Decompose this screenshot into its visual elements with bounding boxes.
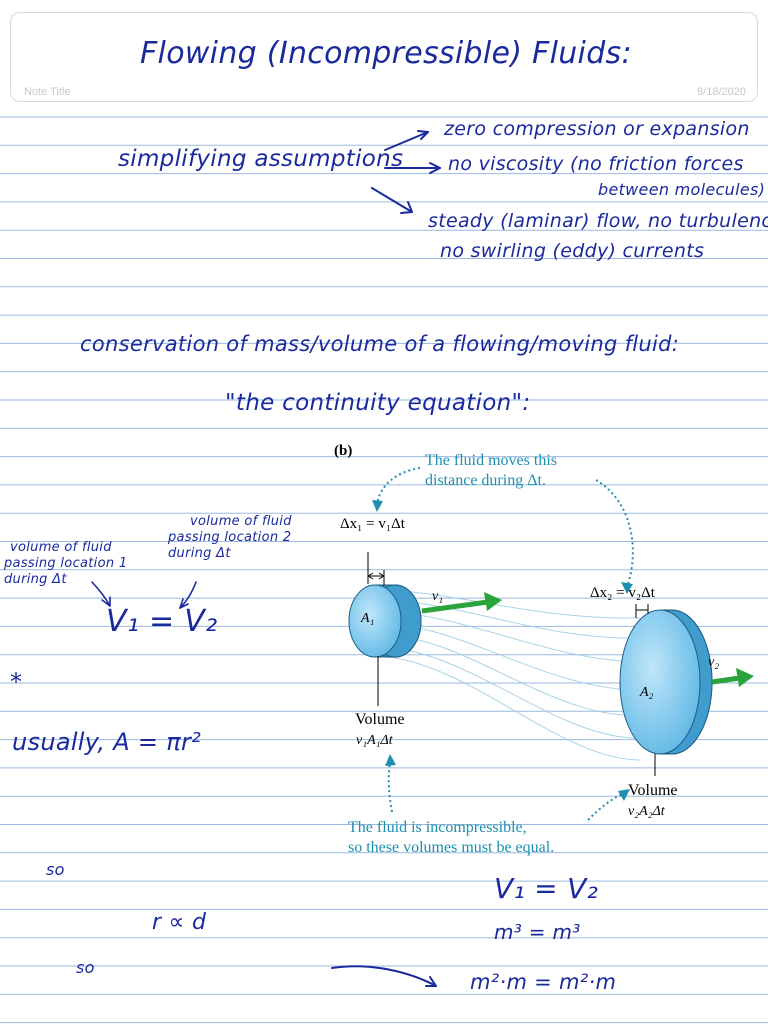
so-label-2: so: [76, 958, 95, 977]
volume-left-expr: v₁A₁Δt: [356, 733, 394, 748]
arrow-to-compression: [384, 131, 429, 151]
figure-label: (b): [334, 443, 352, 459]
vol1-line1: volume of fluid: [10, 540, 112, 555]
so-label-1: so: [46, 860, 65, 879]
assumption-viscosity-cont: between molecules): [598, 180, 766, 199]
arrow-to-steady: [371, 187, 413, 213]
bottom-eq-volumes: V₁ = V₂: [494, 872, 599, 905]
volume-location-2-note: volume of fluid passing location 2 durin…: [168, 514, 292, 562]
dx1-label: Δx₁ = v₁Δt: [340, 516, 406, 532]
top-caption-line2: distance during Δt.: [425, 472, 546, 489]
caption-arrow-left: [376, 467, 421, 505]
star-mark: *: [10, 668, 23, 696]
assumptions-heading: simplifying assumptions: [118, 146, 404, 172]
top-caption-line1: The fluid moves this: [425, 452, 557, 469]
title-box[interactable]: [10, 12, 758, 102]
assumption-compression: zero compression or expansion: [444, 118, 750, 140]
v2-label: v₂: [708, 655, 719, 670]
note-date: 9/18/2020: [697, 86, 746, 98]
bottom-eq-units-split: m²·m = m²·m: [470, 970, 617, 994]
volume-right-expr: v₂A₂Δt: [628, 804, 666, 819]
cylinder-2: [619, 609, 713, 755]
note-title: Flowing (Incompressible) Fluids:: [140, 36, 632, 71]
vol2-line2: passing location 2: [168, 530, 292, 545]
dx2-label: Δx₂ = v₂Δt: [590, 585, 656, 601]
v1-label: v₁: [432, 589, 443, 604]
conservation-line: conservation of mass/volume of a flowing…: [80, 332, 680, 356]
note-title-label: Note Title: [24, 86, 71, 98]
a2-label: A₂: [639, 685, 654, 700]
volume-right-label: Volume: [628, 782, 677, 799]
assumption-steady: steady (laminar) flow, no turbulence,: [428, 210, 768, 232]
vol1-line3: during Δt: [4, 572, 67, 587]
r-proportional-d: r ∝ d: [152, 910, 207, 935]
vol2-line3: during Δt: [168, 546, 231, 561]
vol2-line1: volume of fluid: [190, 514, 292, 529]
v1-equals-v2: V₁ = V₂: [106, 604, 218, 639]
usually-area-note: usually, A = πr²: [12, 728, 202, 756]
a1-label: A₁: [360, 611, 374, 626]
assumption-eddy: no swirling (eddy) currents: [440, 240, 705, 262]
continuity-heading: "the continuity equation":: [225, 390, 531, 416]
cylinder-1: [348, 584, 422, 658]
velocity-arrow-2: [711, 668, 754, 687]
vol1-line2: passing location 1: [4, 556, 128, 571]
bottom-caption-line2: so these volumes must be equal.: [348, 839, 554, 856]
velocity-arrow-1: [421, 592, 502, 614]
volume-left-label: Volume: [355, 711, 404, 728]
bottom-eq-units-cubed: m³ = m³: [494, 920, 581, 944]
assumption-viscosity: no viscosity (no friction forces: [448, 153, 744, 175]
volume-location-1-note: volume of fluid passing location 1 durin…: [4, 540, 127, 588]
bottom-caption-line1: The fluid is incompressible,: [348, 819, 527, 836]
